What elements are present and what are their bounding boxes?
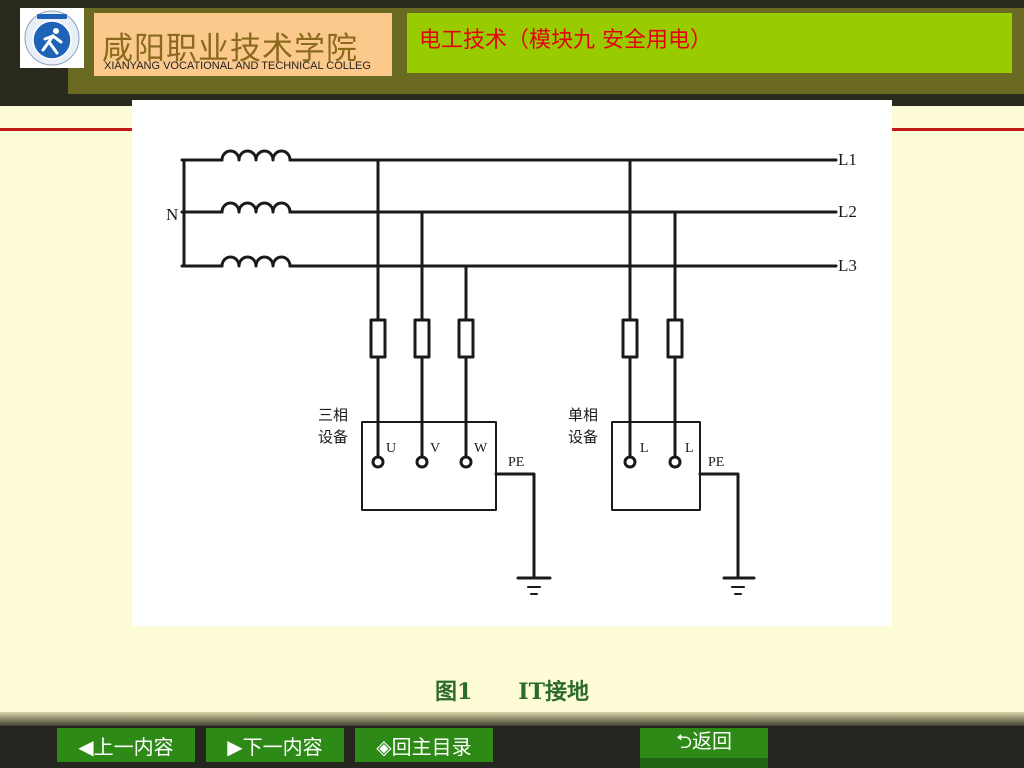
transformer-coil-l1	[180, 149, 838, 162]
pe-label-three-phase: PE	[508, 455, 524, 470]
figure-title: IT接地	[518, 679, 589, 705]
line-label-l1: L1	[838, 150, 857, 169]
prev-content-button[interactable]: ◀上一内容	[57, 728, 195, 762]
neutral-label: N	[166, 205, 178, 224]
diagram-svg: N L1 L2 L3 三相 设备 U V W PE 单相 设备 L L PE	[166, 149, 857, 595]
figure-number: 图1	[435, 679, 473, 705]
single-phase-device-label-2: 设备	[568, 428, 598, 446]
next-content-button[interactable]: ▶下一内容	[206, 728, 344, 762]
terminal-l2	[668, 455, 682, 469]
terminal-label-v: V	[430, 441, 440, 456]
three-phase-device-label-2: 设备	[318, 428, 348, 446]
college-logo-icon	[24, 10, 80, 66]
terminal-v	[415, 455, 429, 469]
three-phase-device-label-1: 三相	[318, 406, 348, 424]
transformer-coil-l2	[180, 201, 838, 214]
college-name-box: 咸阳职业技术学院 XIANYANG VOCATIONAL AND TECHNIC…	[94, 13, 392, 76]
college-name-cn: 咸阳职业技术学院	[102, 31, 358, 67]
terminal-label-w: W	[474, 441, 488, 456]
course-title-box: 电工技术（模块九 安全用电）	[407, 13, 1012, 73]
pe-label-single-phase: PE	[708, 455, 724, 470]
line-label-l2: L2	[838, 202, 857, 221]
transformer-coil-l3	[180, 255, 838, 268]
terminal-u	[371, 455, 385, 469]
it-grounding-diagram: N L1 L2 L3 三相 设备 U V W PE 单相 设备 L L PE	[132, 100, 892, 626]
terminal-label-u: U	[386, 441, 396, 456]
figure-caption: 图1 IT接地	[0, 674, 1024, 706]
terminal-w	[459, 455, 473, 469]
footer-divider	[0, 712, 1024, 728]
terminal-label-l-b: L	[685, 441, 694, 456]
college-name-en: XIANYANG VOCATIONAL AND TECHNICAL COLLEG	[104, 60, 371, 72]
terminal-l1	[623, 455, 637, 469]
course-title: 电工技术（模块九 安全用电）	[419, 28, 712, 53]
home-menu-button[interactable]: ◈回主目录	[355, 728, 493, 762]
line-label-l3: L3	[838, 256, 857, 275]
back-button[interactable]: ⮌返回	[640, 728, 768, 758]
terminal-label-l-a: L	[640, 441, 649, 456]
college-logo	[20, 8, 84, 68]
single-phase-device-label-1: 单相	[568, 406, 598, 424]
